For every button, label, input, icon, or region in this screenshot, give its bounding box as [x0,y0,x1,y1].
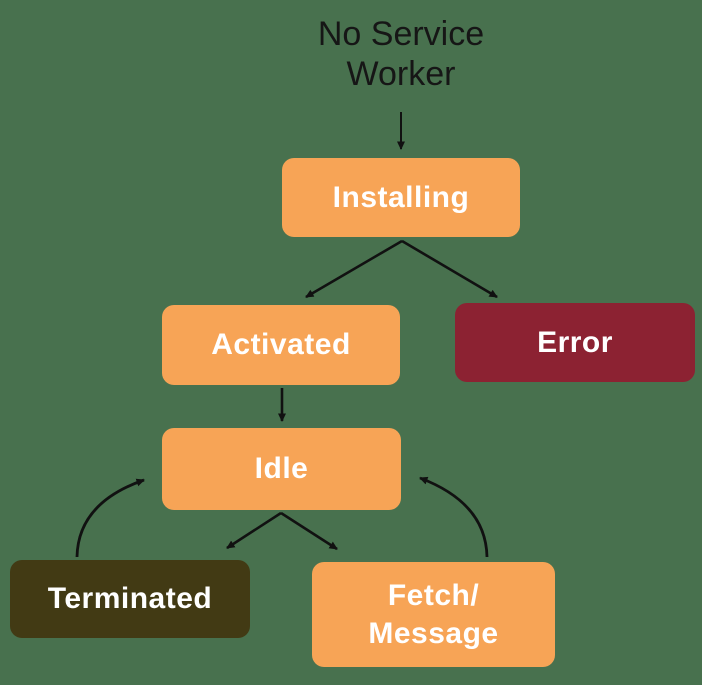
state-node-installing: Installing [282,158,520,237]
state-node-idle: Idle [162,428,401,510]
state-node-error: Error [455,303,695,382]
arrow-terminated-to-idle [75,478,145,558]
state-node-activated: Activated [162,305,400,385]
arrow-idle-to-terminated [226,511,282,550]
arrow-installing-to-error [401,239,498,299]
arrow-installing-to-activated [305,239,403,299]
state-node-fetch-message: Fetch/ Message [312,562,555,667]
diagram-start-label: No Service Worker [317,15,485,94]
arrow-fetch-message-to-idle [419,476,489,558]
state-node-terminated: Terminated [10,560,250,638]
arrow-idle-to-fetch-message [280,511,338,551]
